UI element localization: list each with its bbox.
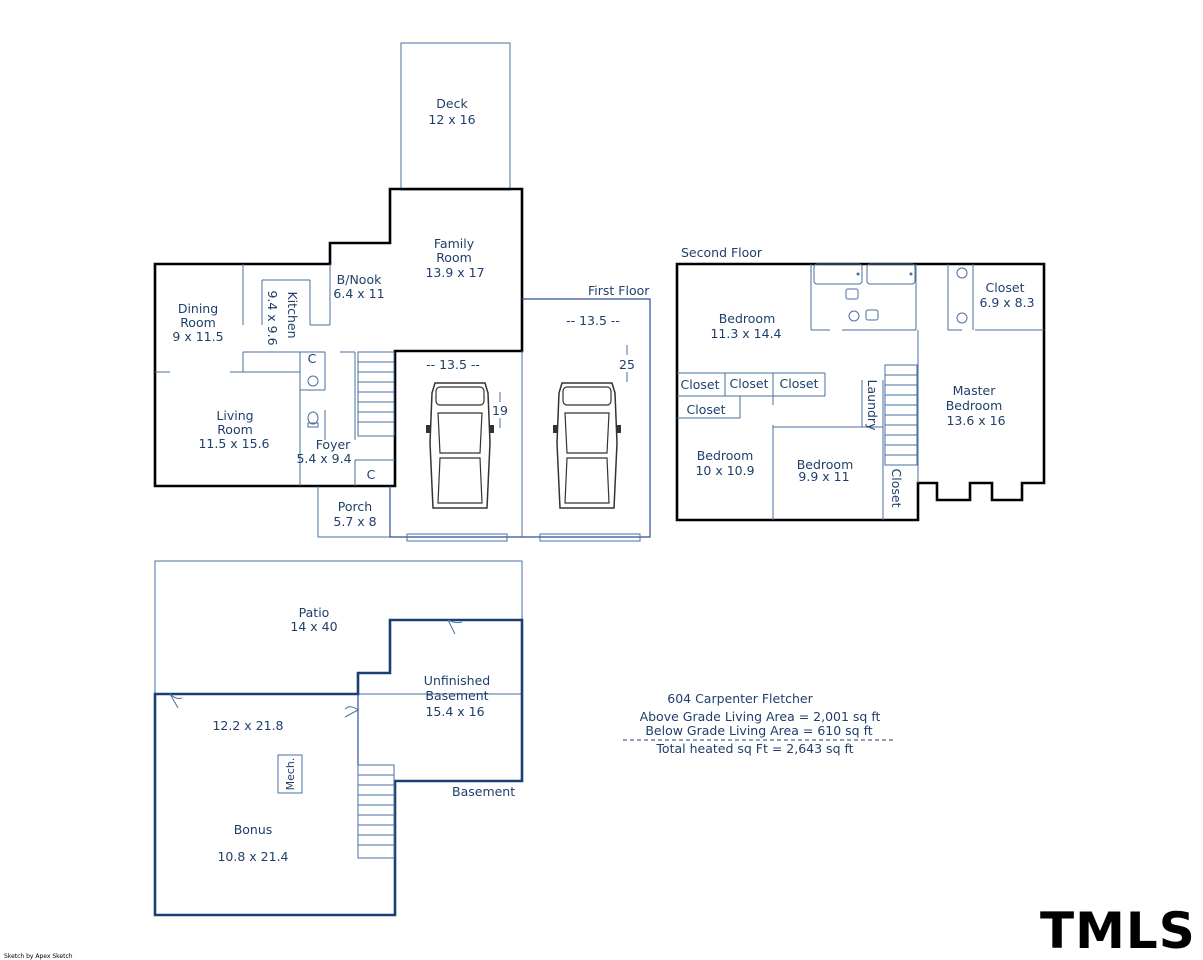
basement-walls (153, 618, 524, 917)
sink-icon (848, 310, 860, 322)
door-swing-icon (447, 619, 463, 635)
living-name1: Living (216, 408, 253, 423)
bathtub-icon (866, 263, 916, 285)
family-dim: 13.9 x 17 (425, 265, 484, 280)
laundry-label: Laundry (865, 380, 880, 432)
closet-sf-name: Closet (986, 280, 1025, 295)
foyer-dim: 5.4 x 9.4 (296, 451, 351, 466)
bathtub-icon (813, 263, 863, 285)
bed3-name: Bedroom (697, 448, 754, 463)
door-swing-icon (344, 706, 359, 718)
dining-dim: 9 x 11.5 (172, 329, 223, 344)
closet-c2: C (367, 467, 376, 482)
unfinished-dim: 15.4 x 16 (425, 704, 484, 719)
second-floor-stairs (884, 364, 918, 466)
closet-row-1: Closet (681, 377, 720, 392)
dining-name1: Dining (178, 301, 218, 316)
bed2-dim: 11.3 x 14.4 (710, 326, 781, 341)
living-dim: 11.5 x 15.6 (198, 436, 269, 451)
closet-fixture-icon (956, 312, 968, 324)
sketch-credit: Sketch by Apex Sketch (4, 953, 73, 960)
mech-label: Mech. (284, 758, 297, 791)
kitchen-dim: 9.4 x 9.6 (265, 290, 280, 345)
bonus-dim2: 10.8 x 21.4 (217, 849, 288, 864)
closet-sf-dim: 6.9 x 8.3 (979, 295, 1034, 310)
garage-depth-1: 19 (492, 403, 508, 418)
garage-depth-2: 25 (619, 357, 635, 372)
basement-stairs (357, 764, 395, 859)
closet-lower: Closet (687, 402, 726, 417)
second-floor-interior (677, 264, 1044, 520)
tmls-logo: TMLS (1040, 902, 1196, 960)
deck-dim: 12 x 16 (428, 112, 475, 127)
patio-dim: 14 x 40 (290, 619, 337, 634)
closet-row-3: Closet (780, 376, 819, 391)
garage-door-1 (406, 533, 508, 542)
dining-name2: Room (180, 315, 216, 330)
first-floor-walls (153, 187, 524, 488)
bonus-dim1: 12.2 x 21.8 (212, 718, 283, 733)
closet-fixture-icon (956, 267, 968, 279)
garage-door-2 (539, 533, 641, 542)
toilet-icon (845, 288, 859, 300)
first-floor-label: First Floor (588, 283, 650, 298)
bed4-name: Bedroom (797, 457, 854, 472)
toilet-icon (307, 411, 319, 425)
bed4-dim: 9.9 x 11 (798, 469, 849, 484)
summary-address: 604 Carpenter Fletcher (667, 691, 813, 706)
door-swing-icon (169, 693, 183, 709)
toilet-tank-icon (307, 422, 319, 428)
foyer-name: Foyer (316, 437, 351, 452)
closet-vert: Closet (889, 469, 904, 508)
unfinished-name1: Unfinished (424, 673, 490, 688)
summary-total: Total heated sq Ft = 2,643 sq ft (655, 741, 853, 756)
family-name1: Family (434, 236, 475, 251)
bed3-dim: 10 x 10.9 (695, 463, 754, 478)
unfinished-name2: Basement (425, 688, 488, 703)
closet-row-2: Closet (730, 376, 769, 391)
living-name2: Room (217, 422, 253, 437)
garage-outline (389, 298, 651, 538)
patio-name: Patio (299, 605, 330, 620)
master-name2: Bedroom (946, 398, 1003, 413)
second-floor-label: Second Floor (681, 245, 763, 260)
garage-width-1: -- 13.5 -- (426, 357, 480, 372)
master-name1: Master (953, 383, 997, 398)
nook-dim: 6.4 x 11 (333, 286, 384, 301)
basement-label: Basement (452, 784, 515, 799)
toilet-icon (865, 309, 879, 321)
first-floor-stairs (357, 351, 395, 437)
summary-above: Above Grade Living Area = 2,001 sq ft (640, 709, 881, 724)
first-floor-interior (155, 264, 395, 486)
second-floor-walls (675, 262, 1046, 522)
nook-name: B/Nook (337, 272, 382, 287)
kitchen-name: Kitchen (285, 292, 300, 339)
porch-dim: 5.7 x 8 (333, 514, 376, 529)
mech-box (277, 754, 303, 794)
master-dim: 13.6 x 16 (946, 413, 1005, 428)
sink-icon (307, 375, 319, 387)
bed2-name: Bedroom (719, 311, 776, 326)
car-icon (426, 382, 494, 509)
bonus-name: Bonus (234, 822, 273, 837)
car-icon (553, 382, 621, 509)
deck-name: Deck (436, 96, 468, 111)
family-name2: Room (436, 250, 472, 265)
summary-below: Below Grade Living Area = 610 sq ft (645, 723, 872, 738)
porch-name: Porch (338, 499, 372, 514)
garage-width-2: -- 13.5 -- (566, 313, 620, 328)
closet-c1: C (308, 351, 317, 366)
